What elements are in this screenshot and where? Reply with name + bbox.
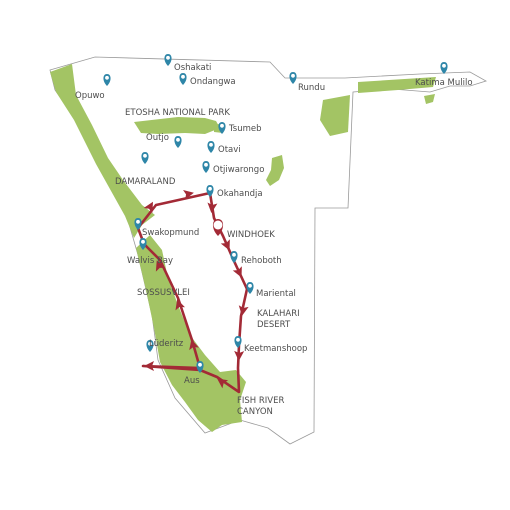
route-arrow	[144, 361, 154, 371]
pin-keetmanshoop[interactable]	[234, 336, 242, 348]
label-fish-river-line1: FISH RIVER	[237, 396, 284, 406]
label-kalahari-line2: DESERT	[257, 320, 291, 330]
label-walvis-bay: Walvis Bay	[127, 256, 173, 266]
pin-opuwo[interactable]	[103, 74, 111, 86]
route-arrow	[155, 260, 166, 272]
etosha-region	[134, 117, 220, 134]
map-pin-icon	[164, 54, 172, 66]
route-arrow	[189, 339, 199, 351]
route-arrow	[217, 378, 229, 389]
label-otavi: Otavi	[218, 145, 241, 155]
map-pin-icon	[206, 185, 214, 197]
map-pin-icon	[141, 152, 149, 164]
label-damaraland: DAMARALAND	[115, 177, 176, 187]
label-swakopmund: Swakopmund	[142, 228, 199, 238]
label-ondangwa: Ondangwa	[190, 77, 236, 87]
map-pin-icon	[202, 161, 210, 173]
pin-swakopmund[interactable]	[134, 218, 142, 230]
waterberg-region	[266, 155, 284, 186]
pin-katima-mulilo[interactable]	[440, 62, 448, 74]
label-mariental: Mariental	[256, 289, 296, 299]
pin-luderitz[interactable]	[146, 340, 154, 352]
map-pin-icon	[218, 122, 226, 134]
label-sossusvlei: SOSSUSVLEI	[137, 288, 190, 298]
pin-oshakati[interactable]	[164, 54, 172, 66]
namib-naukluft-region	[136, 235, 246, 432]
map-pin-icon	[134, 218, 142, 230]
label-otjiwarongo: Otjiwarongo	[213, 165, 264, 175]
label-aus: Aus	[184, 376, 200, 386]
tour-route	[136, 191, 249, 394]
pin-outjo[interactable]	[174, 136, 182, 148]
map-pin-icon	[230, 251, 238, 263]
pin-tsumeb[interactable]	[218, 122, 226, 134]
pin-rehoboth[interactable]	[230, 251, 238, 263]
map-pin-icon	[440, 62, 448, 74]
caprivi-region	[358, 77, 436, 93]
route-arrow	[238, 305, 249, 316]
label-etosha: ETOSHA NATIONAL PARK	[125, 108, 230, 118]
map-pin-icon	[289, 72, 297, 84]
pin-ondangwa[interactable]	[179, 73, 187, 85]
pin-walvis-bay[interactable]	[139, 238, 147, 250]
route-arrow	[220, 239, 230, 251]
route-arrow	[143, 201, 153, 213]
label-rehoboth: Rehoboth	[241, 256, 282, 266]
label-rundu: Rundu	[298, 83, 325, 93]
pin-rundu[interactable]	[289, 72, 297, 84]
bwabwata-west-region	[320, 95, 350, 136]
pin-windhoek[interactable]	[212, 219, 224, 236]
label-luderitz: Lüderitz	[149, 339, 184, 349]
route-arrow	[175, 299, 185, 311]
pin-mariental[interactable]	[246, 282, 254, 294]
pin-otavi[interactable]	[207, 141, 215, 153]
skeleton-coast-region	[50, 64, 155, 238]
pin-okahandja[interactable]	[206, 185, 214, 197]
label-oshakati: Oshakati	[174, 63, 211, 73]
route-arrow	[234, 350, 245, 361]
label-okahandja: Okahandja	[217, 189, 263, 199]
route-arrows	[143, 189, 249, 389]
map-pin-icon	[174, 136, 182, 148]
label-fish-river-line2: CANYON	[237, 407, 273, 417]
pin-otjiwarongo[interactable]	[202, 161, 210, 173]
map-pin-icon	[103, 74, 111, 86]
label-kalahari-line1: KALAHARI	[257, 309, 300, 319]
map-pin-icon	[196, 361, 204, 373]
map-pin-icon	[146, 340, 154, 352]
route-arrow	[207, 202, 218, 213]
place-labels: Oshakati Ondangwa Opuwo Rundu Katima Mul…	[75, 63, 473, 417]
label-keetmanshoop: Keetmanshoop	[244, 344, 307, 354]
location-pins	[103, 54, 448, 373]
caprivi-tip-region	[424, 94, 435, 104]
route-arrow	[232, 266, 242, 278]
label-tsumeb: Tsumeb	[228, 124, 262, 134]
map-pin-icon	[246, 282, 254, 294]
namibia-border	[49, 56, 488, 445]
pin-aus[interactable]	[196, 361, 204, 373]
route-arrow	[183, 189, 194, 200]
label-windhoek: WINDHOEK	[227, 230, 275, 240]
label-outjo: Outjo	[146, 133, 169, 143]
label-katima-mulilo: Katima Mulilo	[415, 78, 473, 88]
pin-damaraland-north[interactable]	[141, 152, 149, 164]
map-pin-icon	[207, 141, 215, 153]
map-pin-icon	[139, 238, 147, 250]
label-opuwo: Opuwo	[75, 91, 105, 101]
map-pin-icon	[234, 336, 242, 348]
map-pin-icon	[179, 73, 187, 85]
